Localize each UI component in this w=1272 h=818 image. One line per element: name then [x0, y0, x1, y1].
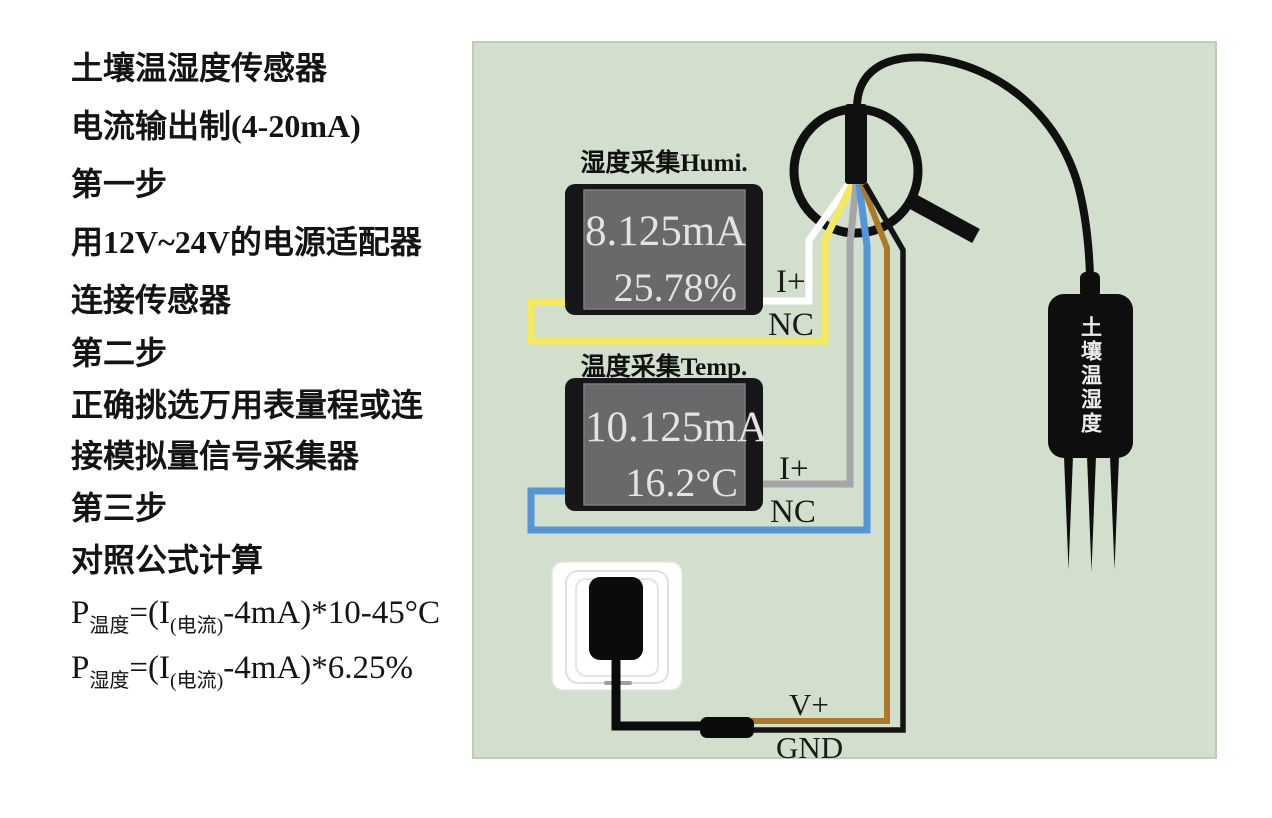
formula-current-subscript: (电流)	[169, 670, 224, 692]
formula-temperature: P温度=(I(电流)-4mA)*10-45°C	[71, 593, 440, 646]
formula-var-subscript: 湿度	[89, 670, 130, 692]
gnd-label: GND	[776, 730, 844, 765]
instruction-line: 用12V~24V的电源适配器	[71, 224, 422, 260]
formula-var: P	[71, 595, 90, 631]
humidity-meter-display	[584, 190, 745, 309]
sensor-prong-right	[1110, 456, 1119, 570]
wire-white-humidity-iplus	[757, 181, 852, 305]
sensor-label: 土壤温湿度	[1078, 316, 1103, 436]
diagram-panel-edge	[472, 41, 1217, 759]
humidity-terminal-iplus-label: I+	[776, 264, 806, 300]
temperature-meter-display-edge	[583, 383, 746, 506]
cable-end	[845, 104, 867, 184]
power-outlet	[551, 561, 754, 738]
soil-sensor	[1048, 272, 1133, 572]
instruction-line: 第二步	[71, 335, 168, 371]
formula-humidity: P湿度=(I(电流)-4mA)*6.25%	[71, 648, 413, 701]
magnifier-handle	[906, 192, 980, 244]
instruction-line: 连接传感器	[71, 282, 232, 318]
instruction-line: 第一步	[71, 166, 168, 202]
instruction-line: 接模拟量信号采集器	[71, 438, 360, 474]
formula-rest: -4mA)*10-45°C	[223, 595, 440, 631]
humidity-value-reading: 25.78%	[613, 265, 737, 310]
instruction-column: 土壤温湿度传感器 电流输出制(4-20mA) 第一步 用12V~24V的电源适配…	[71, 0, 471, 818]
humidity-current-reading: 8.125mA	[585, 208, 747, 255]
vplus-label: V+	[789, 687, 829, 722]
formula-eq: =(I	[129, 595, 170, 631]
temperature-meter	[565, 378, 763, 511]
humidity-meter	[565, 184, 763, 315]
temperature-meter-display	[584, 384, 745, 505]
wire-brown-vplus	[752, 182, 890, 724]
formula-eq: =(I	[129, 650, 170, 686]
humidity-meter-display-edge	[583, 189, 746, 310]
adapter-cord	[611, 658, 701, 731]
cord-connector	[700, 717, 754, 738]
sensor-cable-gland	[1080, 272, 1100, 298]
instruction-line: 第三步	[71, 490, 168, 526]
instruction-line: 正确挑选万用表量程或连	[71, 387, 424, 423]
sensor-body	[1048, 294, 1133, 458]
instruction-line: 土壤温湿度传感器	[71, 50, 328, 86]
humidity-terminal-nc-label: NC	[768, 307, 814, 343]
instruction-line: 电流输出制(4-20mA)	[71, 108, 361, 144]
formula-rest: -4mA)*6.25%	[223, 650, 413, 686]
sensor-prong-middle	[1087, 456, 1096, 572]
sensor-prong-left	[1064, 456, 1073, 570]
temperature-terminal-nc-label: NC	[770, 494, 816, 530]
formula-var: P	[71, 650, 90, 686]
wire-gray-temperature-iplus	[757, 183, 860, 488]
wire-yellow-humidity-loop	[527, 182, 856, 345]
formula-current-subscript: (电流)	[169, 615, 224, 637]
humidity-meter-title: 湿度采集Humi.	[580, 150, 748, 177]
instruction-line: 对照公式计算	[71, 542, 264, 578]
temperature-terminal-iplus-label: I+	[779, 451, 809, 487]
wire-blue-temperature-loop	[527, 183, 871, 534]
wire-black-gnd	[752, 182, 906, 733]
temperature-meter-title: 温度采集Temp.	[580, 354, 748, 381]
temperature-current-reading: 10.125mA	[585, 404, 768, 451]
sensor-cable	[852, 53, 1094, 277]
formula-var-subscript: 温度	[89, 615, 130, 637]
temperature-value-reading: 16.2°C	[625, 460, 738, 505]
power-adapter	[589, 577, 643, 660]
